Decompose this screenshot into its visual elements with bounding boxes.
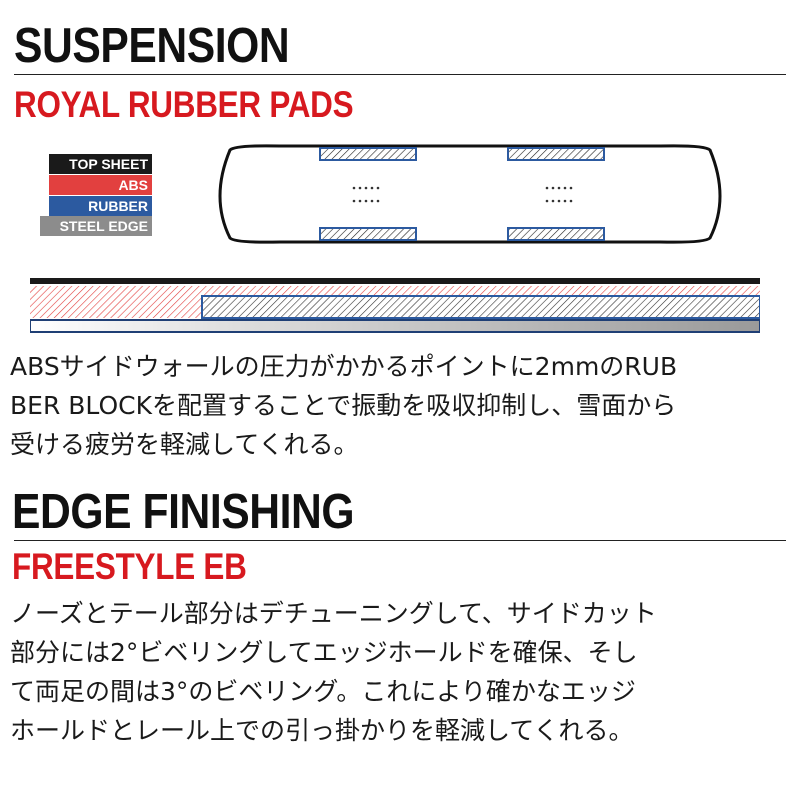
text-line: ABSサイドウォールの圧力がかかるポイントに2mmのRUB (10, 352, 678, 381)
section-title-suspension: SUSPENSION (14, 19, 290, 73)
steel-edge-layer (30, 319, 760, 333)
text-line: ノーズとテール部分はデチューニングして、サイドカット (10, 599, 657, 628)
legend-abs: ABS (49, 175, 152, 195)
text-line: BER BLOCKを配置することで振動を吸収抑制し、雪面から (10, 391, 677, 420)
top-sheet-layer (30, 278, 760, 284)
section-subtitle-freestyle-eb: FREESTYLE EB (12, 546, 247, 587)
snowboard-top-view-diagram (218, 144, 722, 244)
abs-sidewall-left (30, 296, 202, 318)
legend-steel-edge: STEEL EDGE (40, 216, 152, 236)
text-line: て両足の間は3°のビベリング。これにより確かなエッジ (10, 677, 636, 706)
binding-inserts-left (352, 186, 380, 203)
rubber-pad-top-right (507, 147, 605, 161)
rubber-block (201, 295, 760, 319)
title-divider (14, 74, 786, 75)
board-cross-section-diagram (30, 278, 760, 333)
rubber-pad-bottom-right (507, 227, 605, 241)
section-title-edge-finishing: EDGE FINISHING (12, 485, 355, 539)
abs-layer-top (30, 286, 760, 296)
binding-inserts-right (545, 186, 573, 203)
text-line: ホールドとレール上での引っ掛かりを軽減してくれる。 (10, 716, 634, 745)
legend-top-sheet: TOP SHEET (49, 154, 152, 174)
legend-rubber: RUBBER (49, 196, 152, 216)
text-line: 受ける疲労を軽減してくれる。 (10, 430, 359, 459)
suspension-description: ABSサイドウォールの圧力がかかるポイントに2mmのRUB BER BLOCKを… (10, 347, 677, 464)
board-outline (218, 144, 722, 244)
edge-finishing-description: ノーズとテール部分はデチューニングして、サイドカット 部分には2°ビベリングして… (10, 594, 657, 750)
section-subtitle-royal-rubber-pads: ROYAL RUBBER PADS (14, 84, 354, 125)
rubber-pad-bottom-left (319, 227, 417, 241)
text-line: 部分には2°ビベリングしてエッジホールドを確保、そし (10, 638, 638, 667)
rubber-pad-top-left (319, 147, 417, 161)
title-divider (14, 540, 786, 541)
